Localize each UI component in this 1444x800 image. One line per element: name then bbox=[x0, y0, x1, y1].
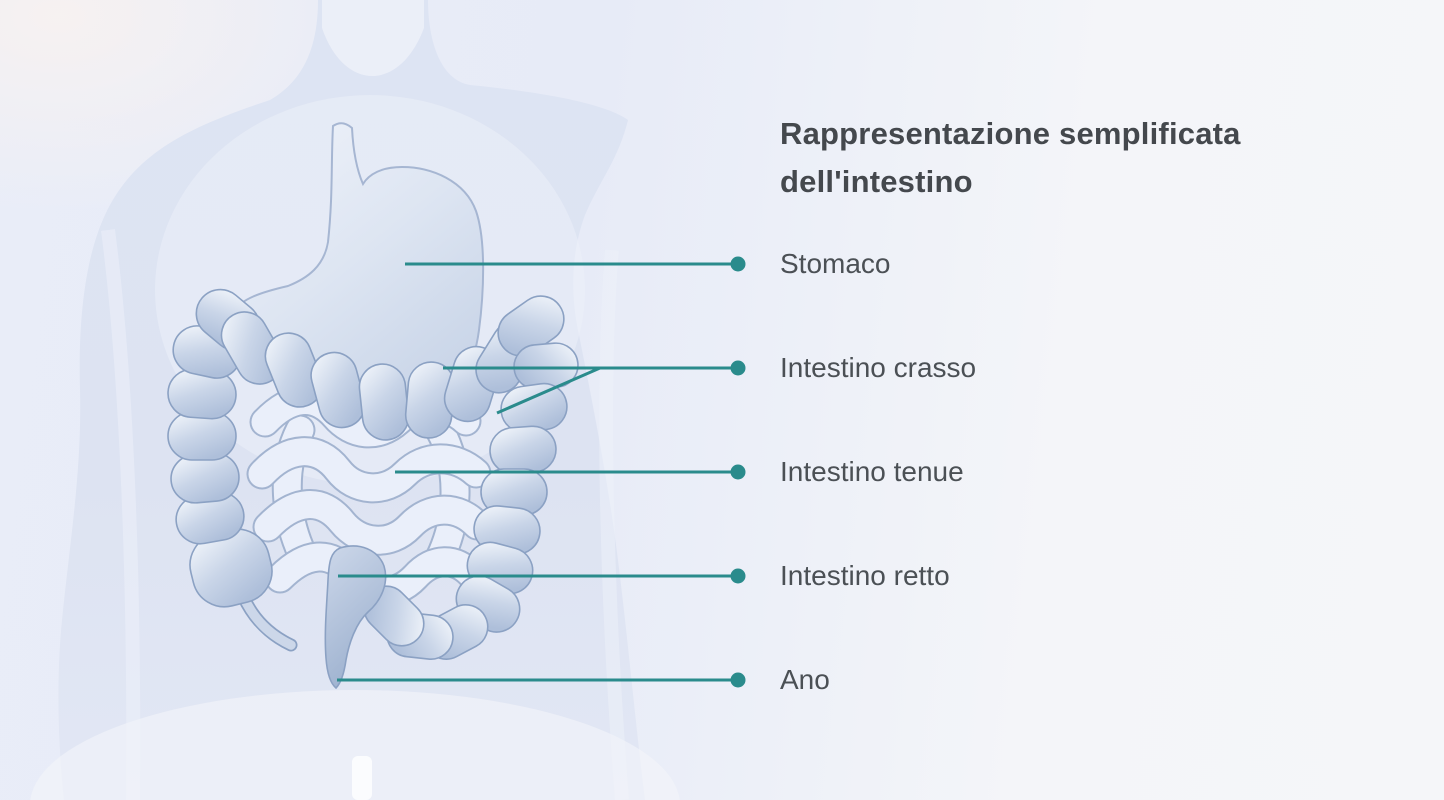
leader-dot bbox=[730, 464, 746, 480]
thigh-highlight bbox=[30, 690, 680, 800]
figure-title: Rappresentazione semplificata dell'intes… bbox=[780, 116, 1241, 199]
leader-intestino-retto bbox=[338, 568, 746, 584]
label-intestino-crasso: Intestino crasso bbox=[780, 352, 977, 383]
leader-dot bbox=[730, 360, 746, 376]
colon-segment bbox=[489, 425, 557, 475]
arm-crease-right bbox=[599, 249, 629, 800]
label-intestino-retto: Intestino retto bbox=[780, 560, 950, 591]
arm-crease-left bbox=[101, 229, 141, 800]
legs-gap bbox=[352, 756, 372, 800]
label-stomaco: Stomaco bbox=[780, 248, 891, 279]
leader-line-branch bbox=[496, 366, 601, 415]
intestine-coil bbox=[252, 489, 493, 556]
leader-lines bbox=[337, 256, 746, 688]
neck-highlight bbox=[322, 0, 424, 76]
label-ano: Ano bbox=[780, 664, 830, 695]
leader-dot bbox=[730, 256, 746, 272]
leader-intestino-tenue bbox=[395, 464, 746, 480]
leader-intestino-crasso bbox=[443, 360, 746, 415]
intestine-coil bbox=[246, 436, 492, 504]
leader-ano bbox=[337, 672, 746, 688]
leader-stomaco bbox=[405, 256, 746, 272]
leader-dot bbox=[730, 672, 746, 688]
leader-dot bbox=[730, 568, 746, 584]
colon-segment bbox=[167, 411, 237, 461]
label-intestino-tenue: Intestino tenue bbox=[780, 456, 964, 487]
